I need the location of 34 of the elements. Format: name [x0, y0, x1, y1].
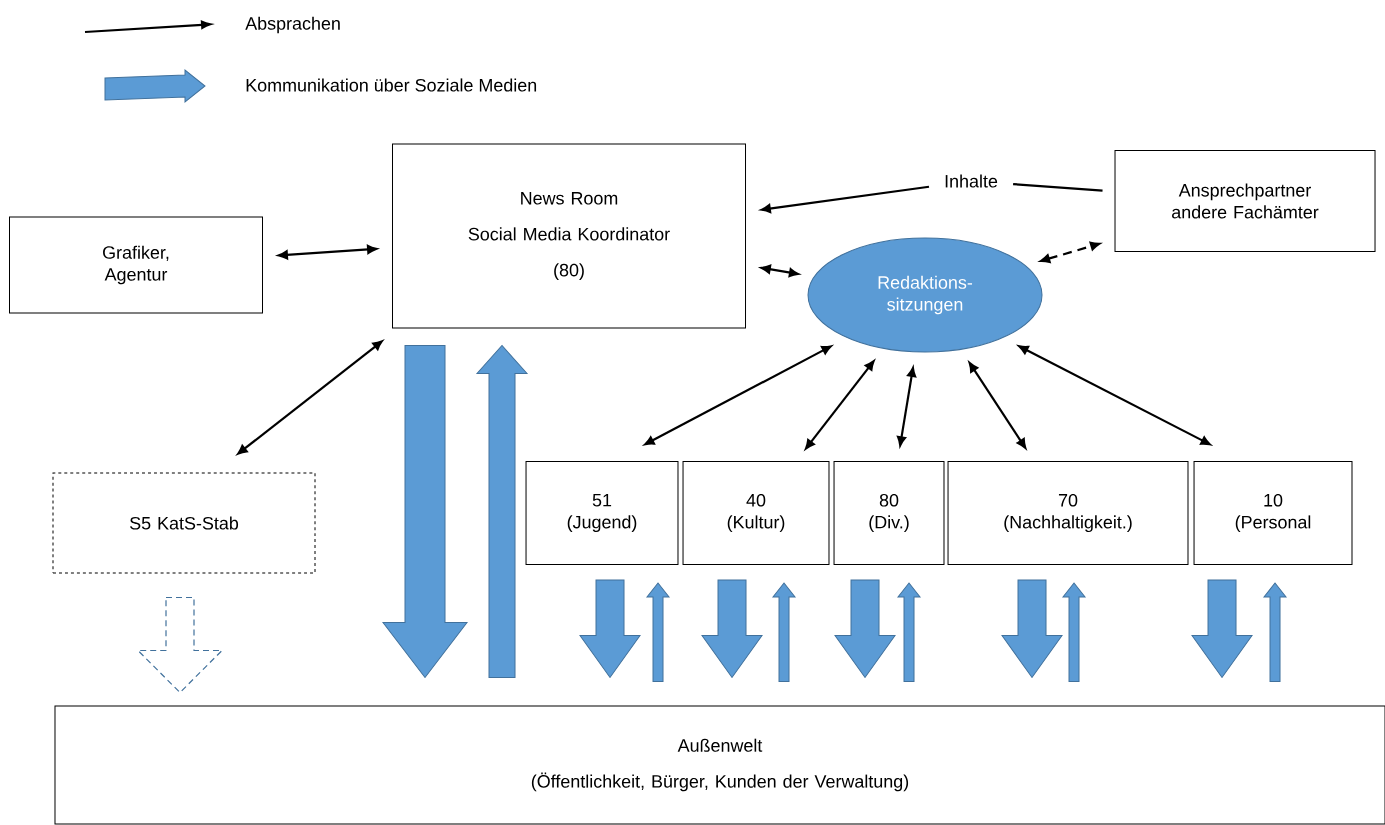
- arrow: [1040, 241, 1101, 264]
- process-box: Ansprechpartner andere Fachämter: [1114, 150, 1376, 252]
- department-box: 70 (Nachhaltigkeit.): [947, 461, 1189, 565]
- department-box: 10 (Personal: [1193, 461, 1353, 565]
- block-arrow: [579, 579, 641, 678]
- block-arrow: [1263, 582, 1287, 682]
- block-arrow: [701, 579, 763, 678]
- process-box: News Room Social Media Koordinator (80): [392, 143, 746, 329]
- block-arrow: [1191, 579, 1253, 678]
- arrow: [805, 360, 875, 450]
- arrow: [237, 340, 383, 455]
- arrow: [644, 345, 832, 446]
- block-arrow: [897, 582, 921, 682]
- block-arrow: [834, 579, 896, 678]
- block-arrow: [1062, 582, 1086, 682]
- legend-label: Kommunikation über Soziale Medien: [246, 78, 537, 92]
- label-text: Inhalte: [945, 174, 998, 188]
- department-box: 40 (Kultur): [682, 461, 830, 565]
- arrow: [277, 244, 378, 260]
- block-arrow: [772, 582, 796, 682]
- department-box: 51 (Jugend): [525, 461, 679, 565]
- arrow: [760, 185, 930, 214]
- block-arrow: [1001, 579, 1063, 678]
- process-box: Grafiker, Agentur: [9, 216, 263, 314]
- block-arrow: [476, 345, 528, 678]
- audience-box: Außenwelt (Öffentlichkeit, Bürger, Kunden der Verwaltung): [54, 705, 1385, 825]
- block-arrow: [136, 596, 224, 694]
- arrow: [968, 362, 1027, 449]
- block-arrow: [382, 345, 468, 678]
- department-box: 80 (Div.): [833, 461, 945, 565]
- legend-label: Absprachen: [245, 16, 340, 34]
- process-box: S5 KatS-Stab: [52, 472, 316, 574]
- arrow: [1018, 345, 1211, 446]
- block-arrow: [646, 582, 670, 682]
